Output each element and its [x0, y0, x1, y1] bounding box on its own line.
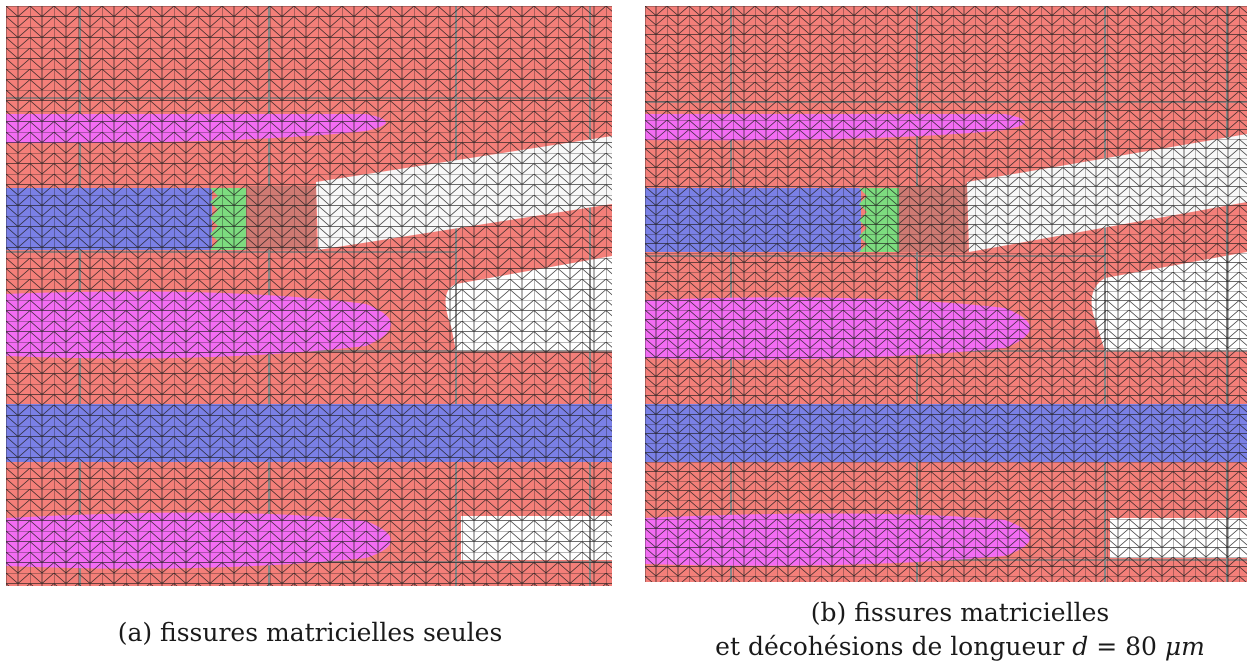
caption-b-line2: et décohésions de longueur d = 80 μm [690, 630, 1230, 664]
caption-panel-a: (a) fissures matricielles seules [60, 616, 560, 650]
caption-panel-b: (b) fissures matricielles et décohésions… [690, 596, 1230, 664]
caption-b-var: d [1072, 632, 1089, 661]
panel-a-mesh [6, 6, 612, 586]
triangular-mesh [6, 6, 612, 586]
caption-b-unit: μm [1164, 632, 1205, 661]
caption-b-prefix: et décohésions de longueur [715, 632, 1073, 661]
caption-a-text: (a) fissures matricielles seules [117, 618, 503, 647]
triangular-mesh [645, 6, 1247, 582]
mesh-diagram-a [6, 6, 612, 586]
caption-b-eq: = 80 [1088, 632, 1165, 661]
mesh-diagram-b [645, 6, 1247, 582]
caption-b-line1: (b) fissures matricielles [810, 598, 1110, 627]
panel-b-mesh [645, 6, 1247, 582]
